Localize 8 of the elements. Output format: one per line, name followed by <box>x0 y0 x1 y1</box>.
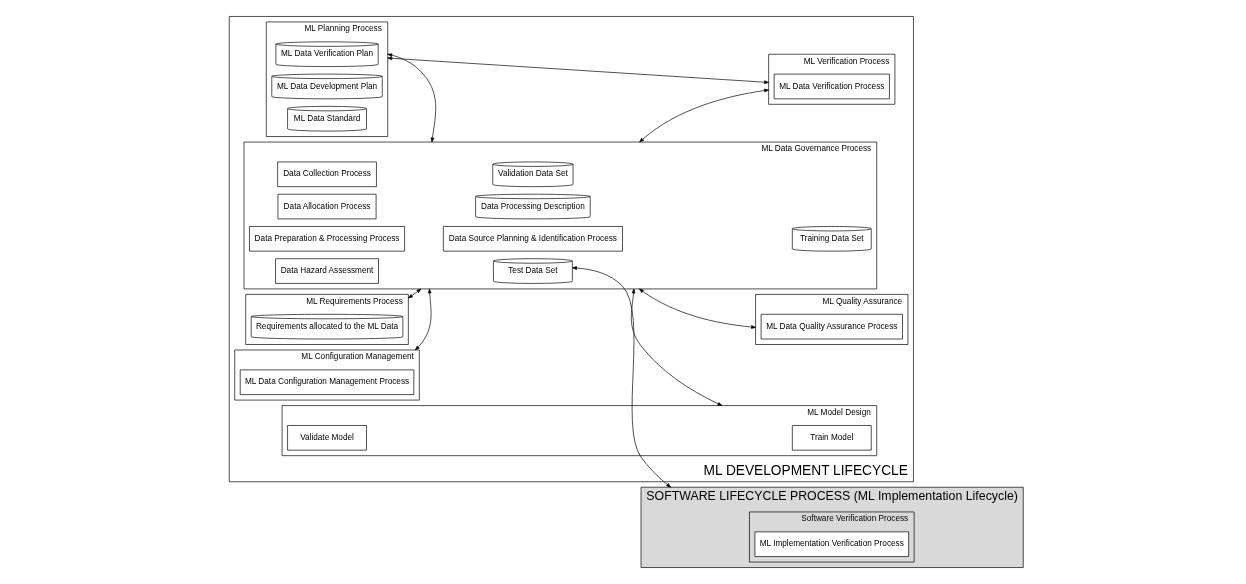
arrow <box>386 56 769 84</box>
arrow <box>386 53 436 143</box>
arrow <box>571 266 671 488</box>
arrow <box>407 288 421 299</box>
arrow <box>638 88 769 143</box>
arrow <box>414 288 431 351</box>
arrow <box>630 288 722 406</box>
arrow <box>638 288 756 329</box>
